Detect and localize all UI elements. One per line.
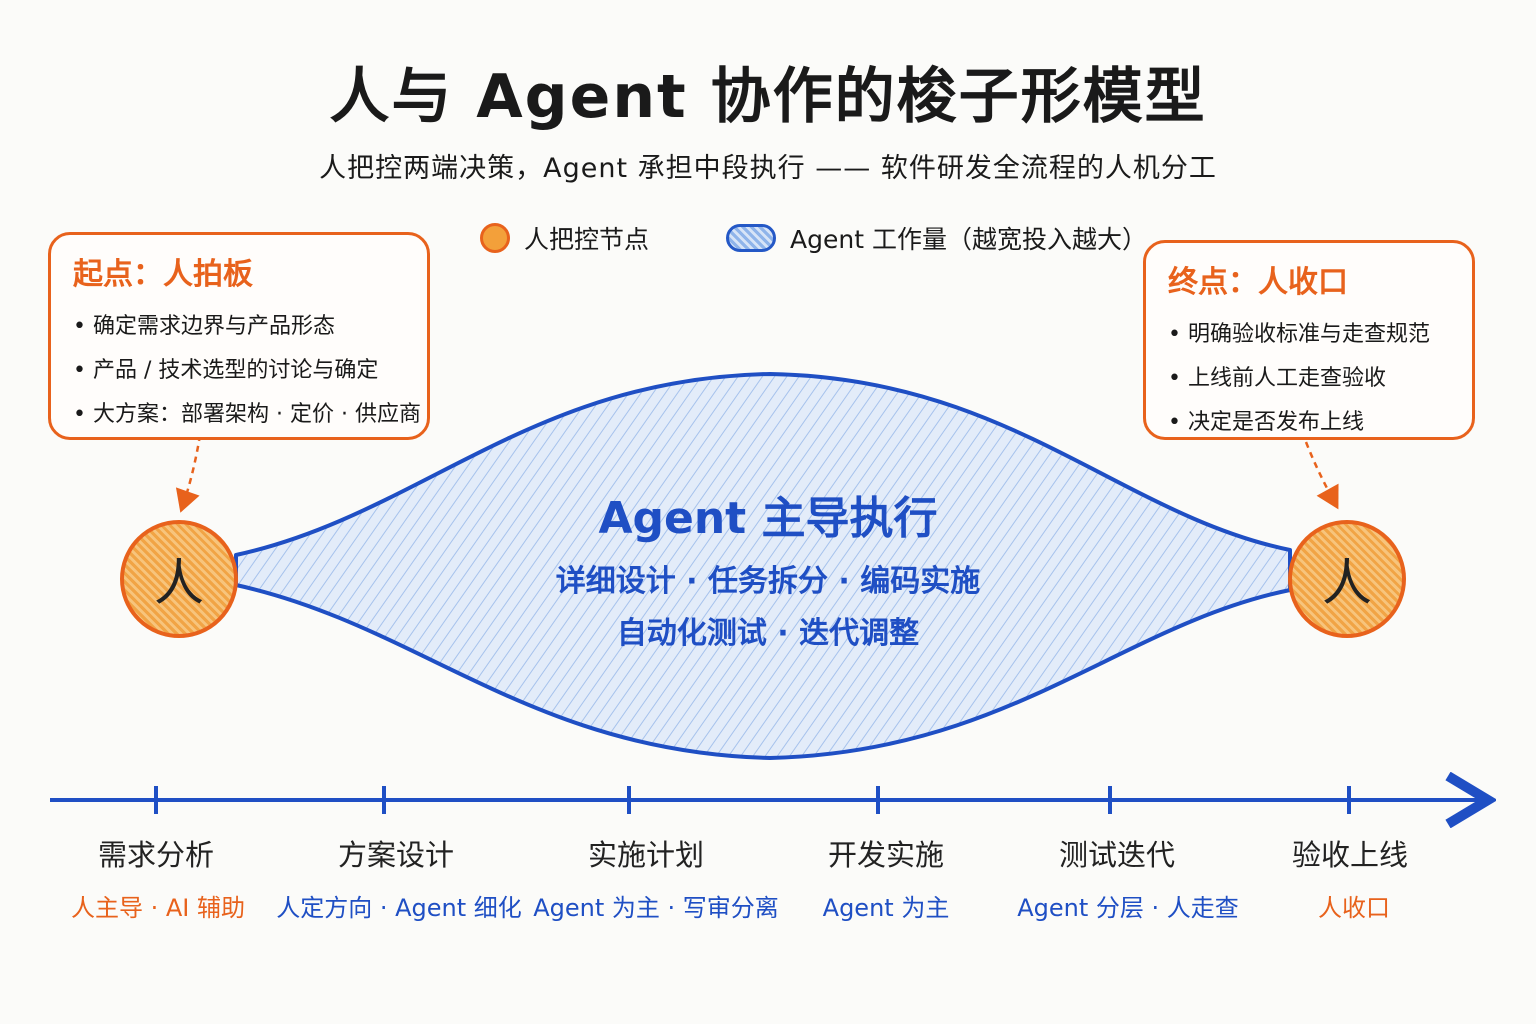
list-item: 决定是否发布上线 (1168, 401, 1450, 445)
agent-workload-swatch-icon (726, 224, 776, 252)
start-callout-title: 起点：人拍板 (73, 257, 253, 292)
end-callout-title: 终点：人收口 (1168, 265, 1348, 300)
agent-tasks-line-2: 自动化测试 · 迭代调整 (616, 616, 920, 651)
human-node-swatch-icon (480, 223, 510, 253)
end-human-node: 人 (1288, 520, 1406, 638)
stage-role: 人收口 (1318, 894, 1390, 922)
start-human-node: 人 (120, 520, 238, 638)
list-item: 产品 / 技术选型的讨论与确定 (73, 349, 405, 393)
start-callout: 起点：人拍板 确定需求边界与产品形态 产品 / 技术选型的讨论与确定 大方案：部… (48, 232, 430, 440)
list-item: 明确验收标准与走查规范 (1168, 313, 1450, 357)
stage-name: 测试迭代 (1058, 838, 1175, 872)
legend-agent-label: Agent 工作量（越宽投入越大） (790, 225, 1147, 254)
stage-name: 开发实施 (827, 838, 944, 872)
stage-name: 需求分析 (97, 838, 214, 872)
end-callout: 终点：人收口 明确验收标准与走查规范 上线前人工走查验收 决定是否发布上线 (1143, 240, 1475, 440)
page-title: 人与 Agent 协作的梭子形模型 (329, 62, 1207, 132)
list-item: 大方案：部署架构 · 定价 · 供应商 (73, 393, 421, 437)
stage-name: 实施计划 (587, 838, 704, 872)
list-item: 确定需求边界与产品形态 (73, 305, 405, 349)
stage-role: Agent 为主 · 写审分离 (533, 894, 779, 922)
list-item: 上线前人工走查验收 (1168, 357, 1450, 401)
stage-role: 人主导 · AI 辅助 (70, 894, 245, 922)
legend-human: 人把控节点 (480, 218, 649, 258)
agent-tasks-line-1: 详细设计 · 任务拆分 · 编码实施 (555, 564, 981, 599)
stage-role: Agent 为主 (822, 894, 950, 922)
legend-human-label: 人把控节点 (524, 225, 650, 254)
stage-role: 人定方向 · Agent 细化 (276, 894, 522, 922)
stage-name: 方案设计 (337, 838, 454, 872)
stage-role: Agent 分层 · 人走查 (1017, 894, 1239, 922)
agent-heading: Agent 主导执行 (598, 493, 938, 544)
legend-agent: Agent 工作量（越宽投入越大） (726, 218, 1147, 258)
page-subtitle: 人把控两端决策，Agent 承担中段执行 —— 软件研发全流程的人机分工 (319, 153, 1217, 184)
stage-name: 验收上线 (1291, 838, 1408, 872)
